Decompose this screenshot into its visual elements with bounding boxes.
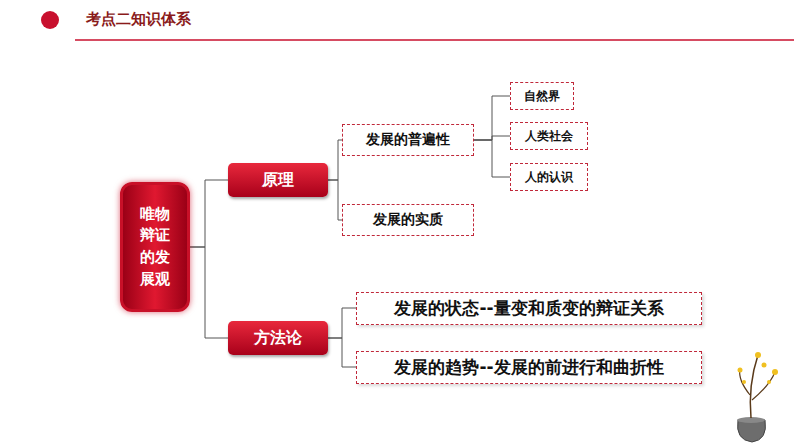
header-rule: [75, 39, 794, 41]
category-box: 原理: [228, 163, 328, 197]
node-label: 人的认识: [525, 169, 573, 186]
bracket-connector: [190, 247, 228, 338]
node-label: 发展的趋势--发展的前进行和曲折性: [394, 356, 663, 379]
bracket-connector: [328, 338, 356, 367]
scope-box: 自然界: [510, 82, 574, 110]
node-label: 原理: [262, 170, 294, 191]
node-label: 自然界: [524, 88, 560, 105]
principle-box: 发展的普遍性: [342, 124, 474, 156]
node-label: 发展的状态--量变和质变的辩证关系: [394, 297, 663, 320]
node-label: 发展的实质: [373, 211, 443, 229]
principle-box: 发展的实质: [342, 204, 474, 236]
node-label: 发展的普遍性: [366, 131, 450, 149]
bracket-connector: [328, 180, 342, 220]
method-box: 发展的趋势--发展的前进行和曲折性: [356, 351, 702, 384]
bracket-connector: [474, 136, 510, 140]
flower-vase: [737, 352, 778, 442]
bracket-connector: [328, 308, 356, 338]
scope-box: 人类社会: [510, 122, 588, 150]
method-box: 发展的状态--量变和质变的辩证关系: [356, 292, 702, 325]
bracket-connector: [328, 140, 342, 180]
node-label: 方法论: [254, 328, 302, 349]
header-title: 考点二知识体系: [86, 10, 191, 29]
bracket-connector: [474, 140, 510, 177]
scope-box: 人的认识: [510, 163, 588, 191]
topic-box: 唯物辩证的发展观: [120, 182, 190, 312]
category-box: 方法论: [228, 321, 328, 355]
bracket-connector: [190, 180, 228, 247]
node-label: 人类社会: [525, 128, 573, 145]
bracket-connector: [474, 96, 510, 140]
node-label: 唯物辩证的发展观: [139, 204, 172, 291]
header-dot: [41, 11, 59, 29]
